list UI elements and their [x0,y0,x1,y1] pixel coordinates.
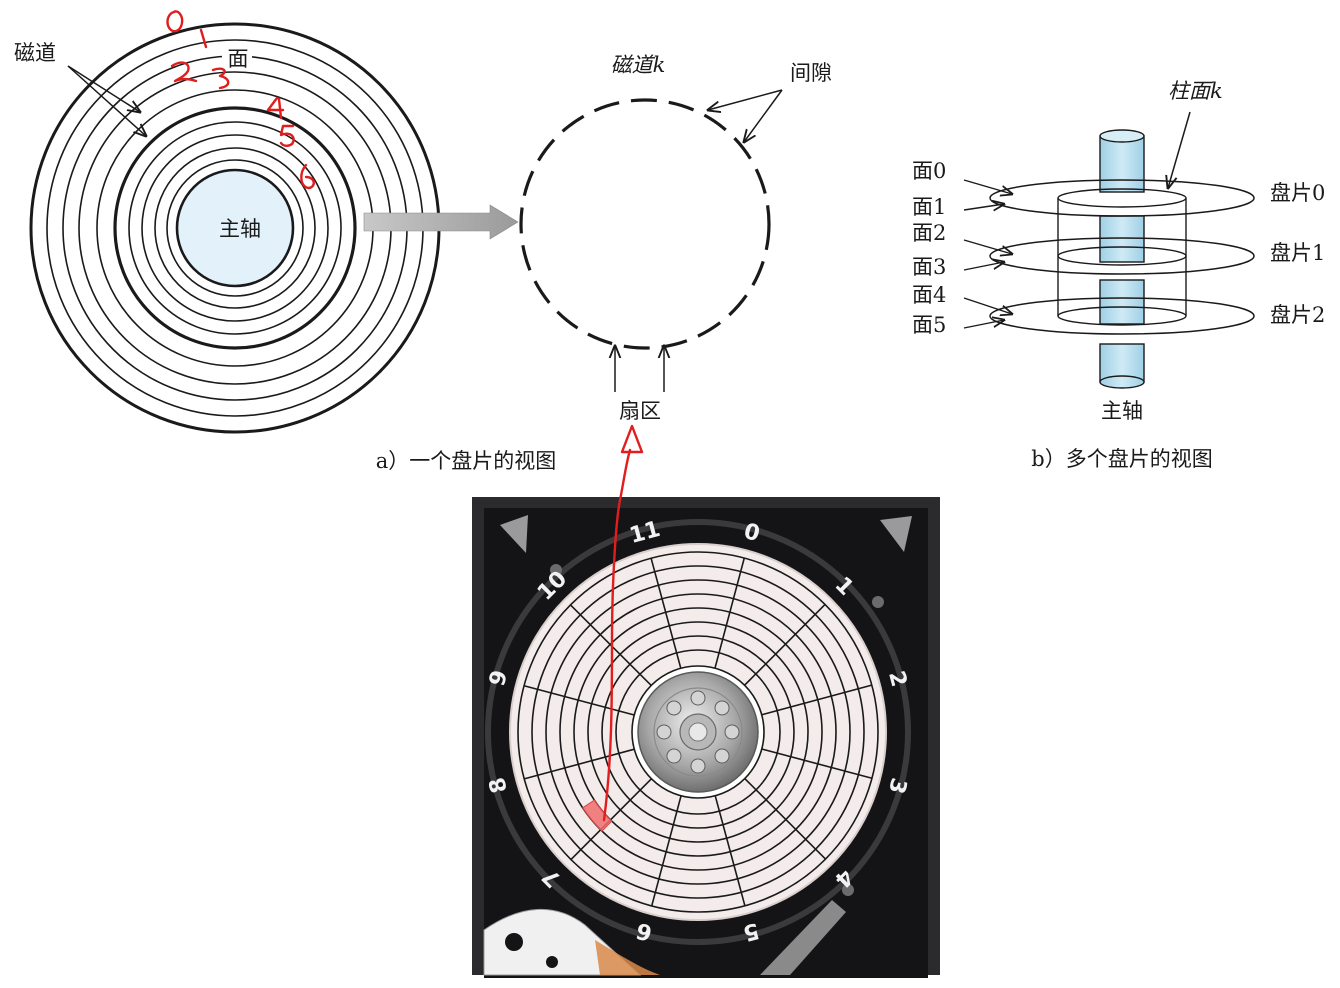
cylinder-pointer-arrow [1168,111,1191,188]
cylinder-label: 柱面k [1168,79,1223,103]
surface-5-label: 面5 [912,313,946,337]
sector-line-6 [650,795,682,907]
gap-pointer-arrows [708,89,783,142]
track-ring-5 [545,579,851,885]
clock-number-0: 0 [741,519,762,547]
sector-label: 扇区 [619,399,661,423]
surface-1-label: 面1 [912,195,946,219]
clock-number-5: 5 [740,917,761,945]
track-ring-3 [573,607,823,857]
sector-line-9 [523,684,635,716]
sector-line-8 [524,748,635,780]
highlighted-sector [582,799,613,832]
surface-2-label: 面2 [912,221,946,245]
track-ring-7 [517,551,879,913]
case-screws [500,515,912,896]
clock-number-2: 2 [883,668,911,689]
platter-labels: 盘片0 盘片1 盘片2 [1270,181,1325,327]
sector-line-3 [761,748,873,780]
hub-hole [714,700,730,716]
hub-hole [656,724,672,740]
track-k-label: 磁道k [611,53,666,77]
cylinder-k [1057,188,1187,326]
spindle-label: 主轴 [219,217,261,241]
single-platter-view: 主轴 面 磁道 0 1 2 3 4 5 6 磁道k 间隙 [14,10,832,473]
sector-line-11 [650,558,682,669]
sector-line-0 [714,557,746,669]
surface-3-label: 面3 [912,255,946,279]
surface-4-label: 面4 [912,283,946,307]
surface-0-label: 面0 [912,159,946,183]
platter-1-label: 盘片1 [1270,241,1325,265]
track-ring-6 [531,565,865,899]
multi-platter-view: 柱面k 面0 面1 面2 面3 面4 面5 盘片0 盘片1 盘片2 主轴 b）多… [912,79,1325,471]
hub-hole [724,724,740,740]
caption-a: a）一个盘片的视图 [376,449,557,473]
clock-number-8: 8 [485,774,513,795]
platter-2-label: 盘片2 [1270,303,1325,327]
track-ring-0 [615,649,781,815]
zoom-arrow [363,204,519,240]
sector-line-2 [761,684,872,716]
platter-disks [989,179,1255,335]
hub-hole [666,700,682,716]
handwritten-link-arrow [602,424,644,822]
hub-hole [690,690,706,706]
track-ring-1 [601,635,795,829]
surface-label: 面 [228,47,249,71]
handwritten-annotations: 0 1 2 3 4 5 6 [166,10,315,190]
sector-line-7 [570,778,652,861]
spindle-hub [175,168,295,288]
spindle-hub-photo [631,665,765,799]
spindle-label-b: 主轴 [1101,399,1143,423]
sector-line-1 [744,603,826,686]
platter-sector-lines [523,557,873,907]
hub-hole [666,748,682,764]
surface-labels: 面0 面1 面2 面3 面4 面5 [912,159,946,337]
gap-label: 间隙 [790,61,832,85]
platter-0-label: 盘片0 [1270,181,1325,205]
sector-line-4 [744,778,827,860]
surface-pointer-arrows [963,179,1012,329]
clock-number-6: 6 [634,917,655,945]
spindle-cylinder [1099,129,1145,389]
hub-hole [690,758,706,774]
track-ring-2 [587,621,809,843]
platter-track-rings [517,551,879,913]
track-label: 磁道 [14,41,56,65]
track-pointer-arrows [67,65,146,136]
clock-number-3: 3 [883,775,911,796]
hub-hole [714,748,730,764]
caption-b: b）多个盘片的视图 [1031,447,1212,471]
actuator-arm [483,900,846,976]
track-k-ring [519,98,771,350]
track-ring-4 [559,593,837,871]
sector-line-5 [714,795,746,906]
clock-number-9: 9 [485,668,513,689]
sector-pointer-arrows [615,346,664,392]
